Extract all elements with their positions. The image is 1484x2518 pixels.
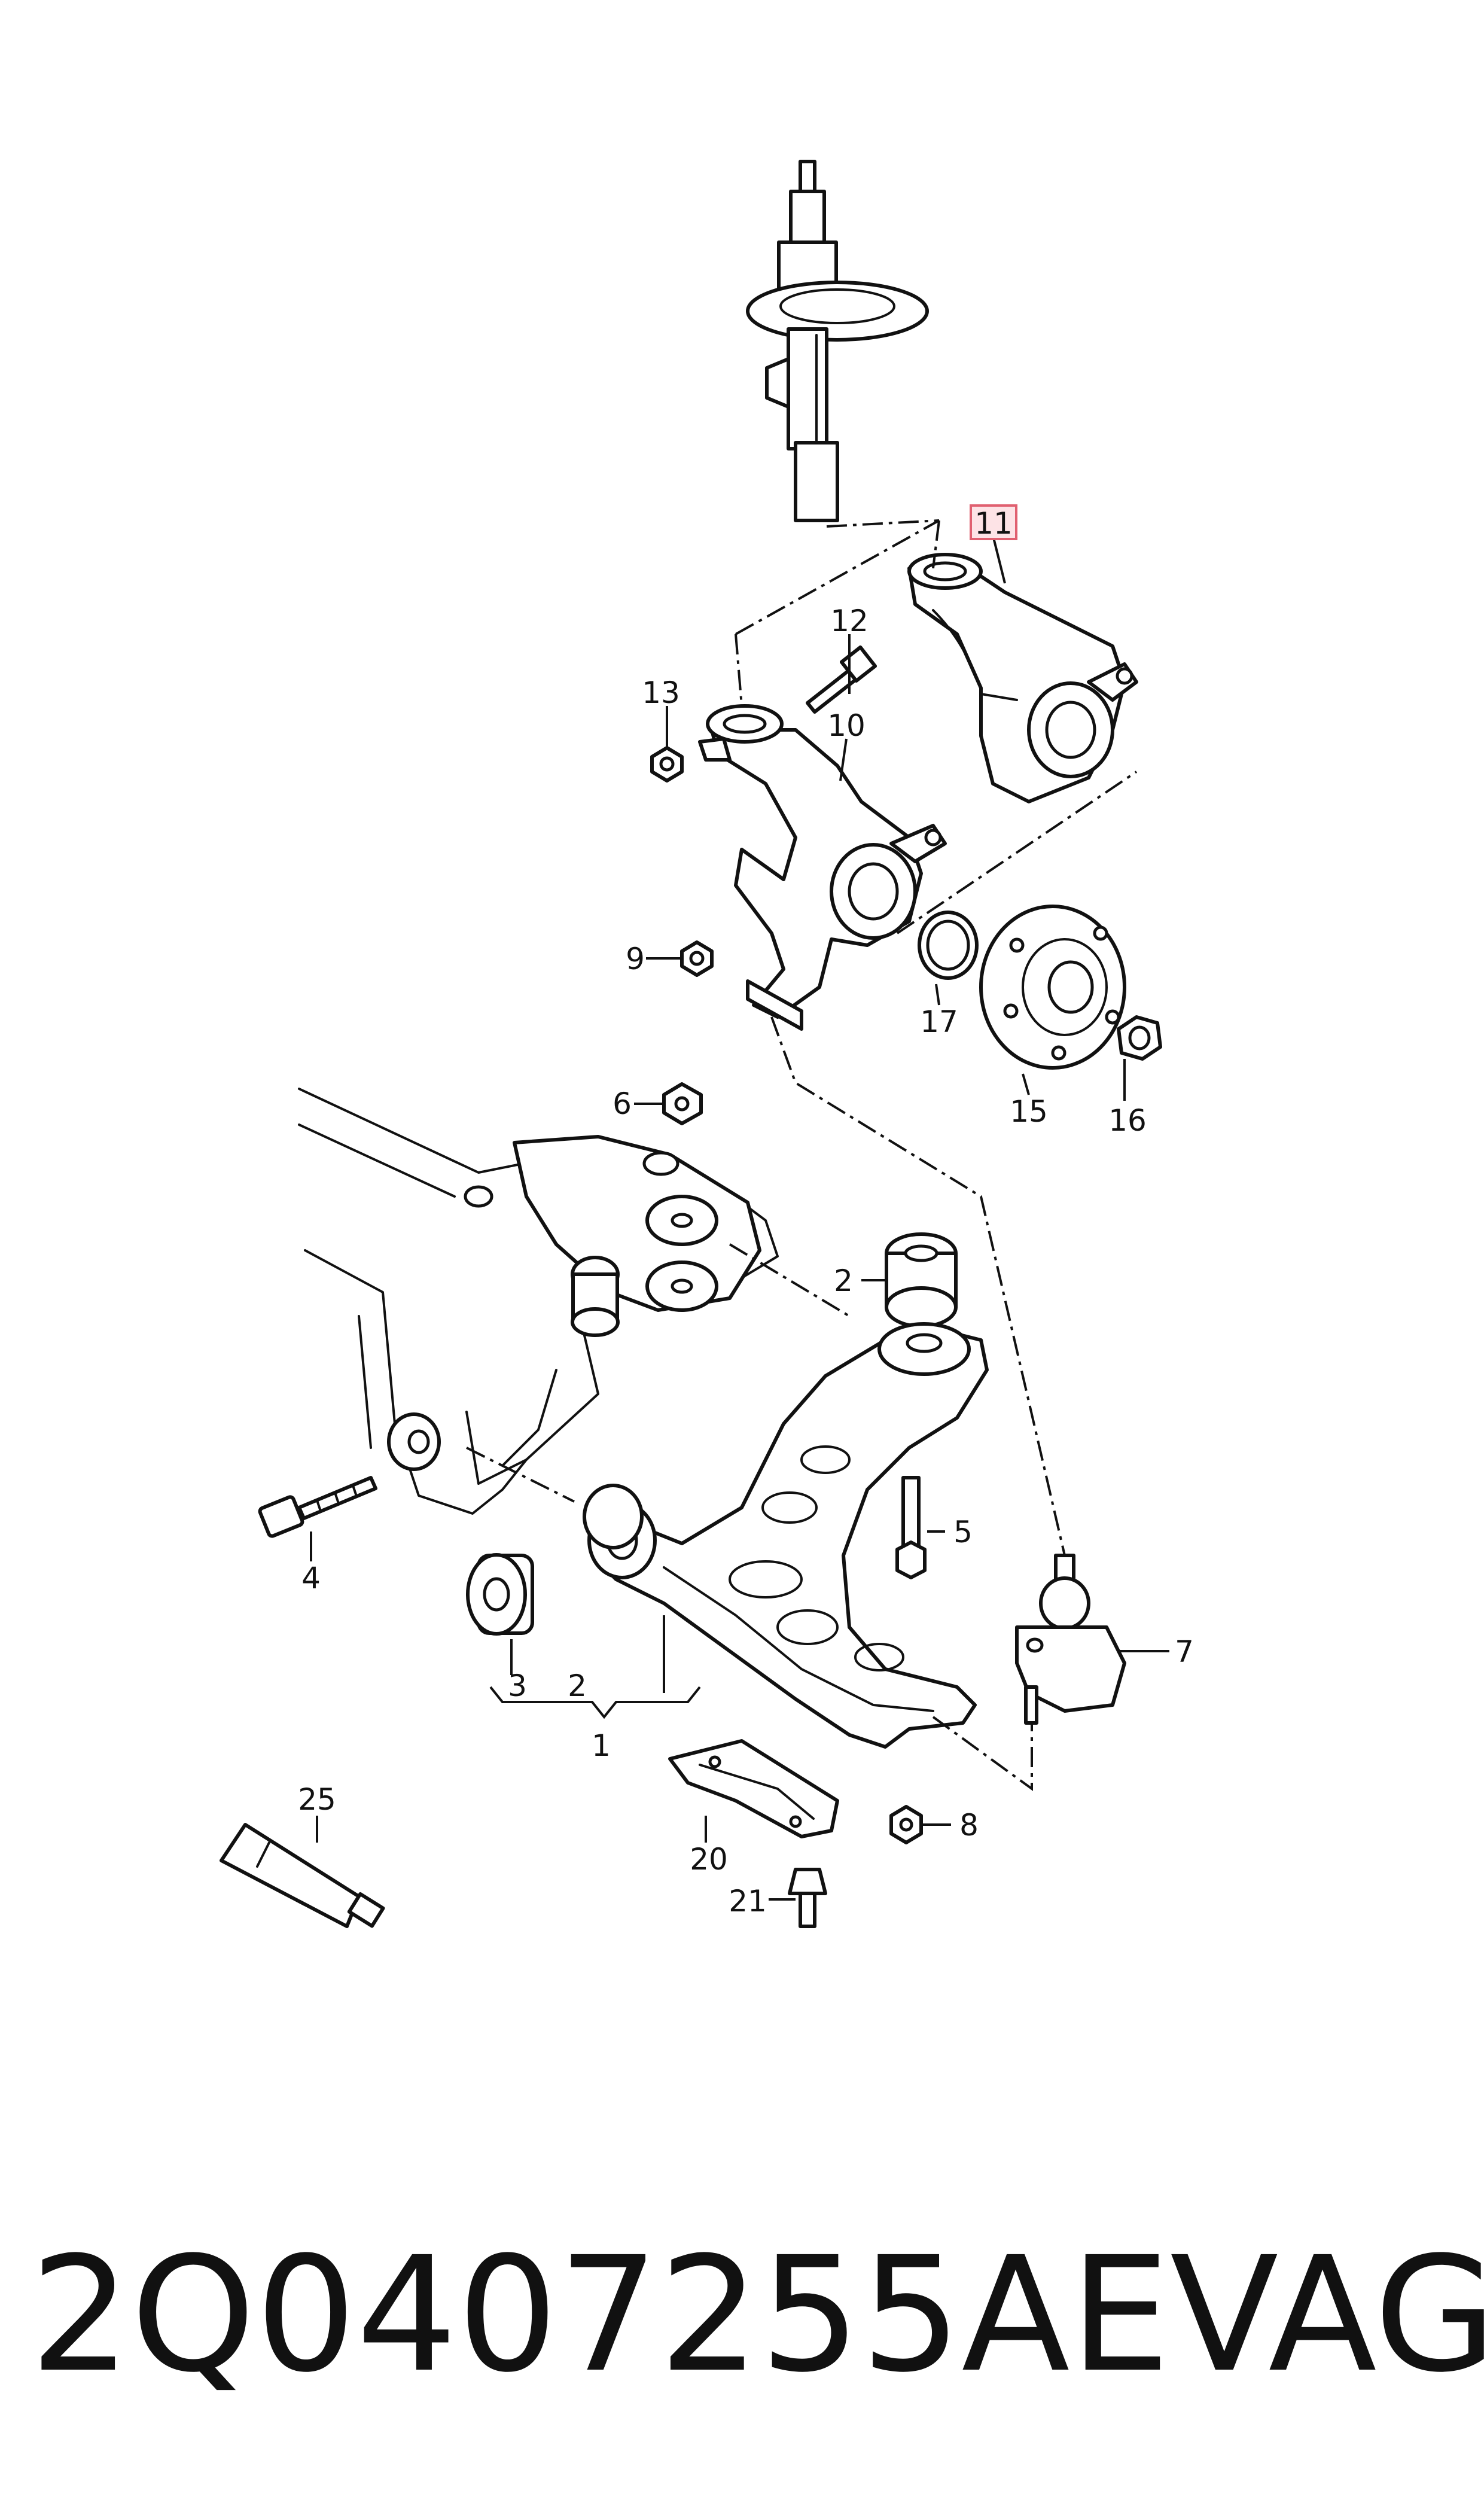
leader-lines bbox=[310, 535, 1169, 1901]
callout-25[interactable]: 25 bbox=[298, 1782, 336, 1817]
nut-6 bbox=[662, 1082, 703, 1125]
bolt-12 bbox=[806, 645, 877, 714]
callout-labels: 11 12 13 10 9 17 15 16 6 2 5 4 7 3 2 1 8… bbox=[298, 504, 1194, 1919]
nut-8 bbox=[889, 1805, 923, 1844]
part-caption: 2Q0407255AE VAG bbox=[30, 2223, 1484, 2407]
bushing-2-upper bbox=[885, 1232, 958, 1328]
highlight-box-11 bbox=[970, 504, 1017, 540]
grease-tube-25 bbox=[220, 1823, 385, 1928]
callout-17[interactable]: 17 bbox=[920, 1004, 958, 1039]
control-arm-1 bbox=[587, 1322, 989, 1749]
callout-16[interactable]: 16 bbox=[1108, 1103, 1147, 1138]
ball-joint-7 bbox=[1015, 1554, 1126, 1725]
callout-1[interactable]: 1 bbox=[592, 1728, 611, 1763]
strut-assembly bbox=[746, 160, 929, 522]
bushing-3 bbox=[466, 1553, 534, 1636]
callout-7[interactable]: 7 bbox=[1175, 1634, 1194, 1669]
nut-13 bbox=[650, 746, 684, 783]
hub-bolt-16 bbox=[1117, 1015, 1162, 1061]
bolt-5 bbox=[895, 1476, 927, 1579]
clip-21 bbox=[788, 1868, 827, 1928]
assembly-lines bbox=[466, 519, 1138, 1791]
part-number: 2Q0407255AE bbox=[30, 2223, 1171, 2407]
callout-13[interactable]: 13 bbox=[642, 675, 680, 710]
callout-3[interactable]: 3 bbox=[508, 1668, 527, 1703]
callout-21[interactable]: 21 bbox=[729, 1884, 767, 1919]
callout-8[interactable]: 8 bbox=[959, 1808, 979, 1843]
callout-15[interactable]: 15 bbox=[1010, 1094, 1048, 1129]
nut-9 bbox=[680, 940, 714, 977]
callout-2-lower[interactable]: 2 bbox=[568, 1668, 587, 1703]
steering-knuckle-10 bbox=[698, 704, 947, 1031]
retaining-ring-17 bbox=[918, 911, 979, 980]
callout-2-upper[interactable]: 2 bbox=[834, 1263, 853, 1298]
wheel-hub-15 bbox=[979, 905, 1126, 1070]
steering-knuckle-11 bbox=[907, 553, 1138, 803]
callout-10[interactable]: 10 bbox=[827, 708, 866, 743]
brand-name: VAG bbox=[1170, 2223, 1484, 2407]
callout-6[interactable]: 6 bbox=[613, 1086, 632, 1121]
callout-12[interactable]: 12 bbox=[830, 604, 869, 638]
bushing-2-lower bbox=[583, 1484, 644, 1549]
cover-plate-20 bbox=[668, 1739, 839, 1838]
callout-9[interactable]: 9 bbox=[626, 942, 645, 976]
bolt-4 bbox=[258, 1476, 377, 1538]
callout-20[interactable]: 20 bbox=[690, 1842, 728, 1877]
callout-4[interactable]: 4 bbox=[301, 1561, 321, 1596]
callout-11[interactable]: 11 bbox=[974, 506, 1013, 541]
callout-5[interactable]: 5 bbox=[953, 1515, 973, 1549]
subframe bbox=[298, 1088, 779, 1515]
